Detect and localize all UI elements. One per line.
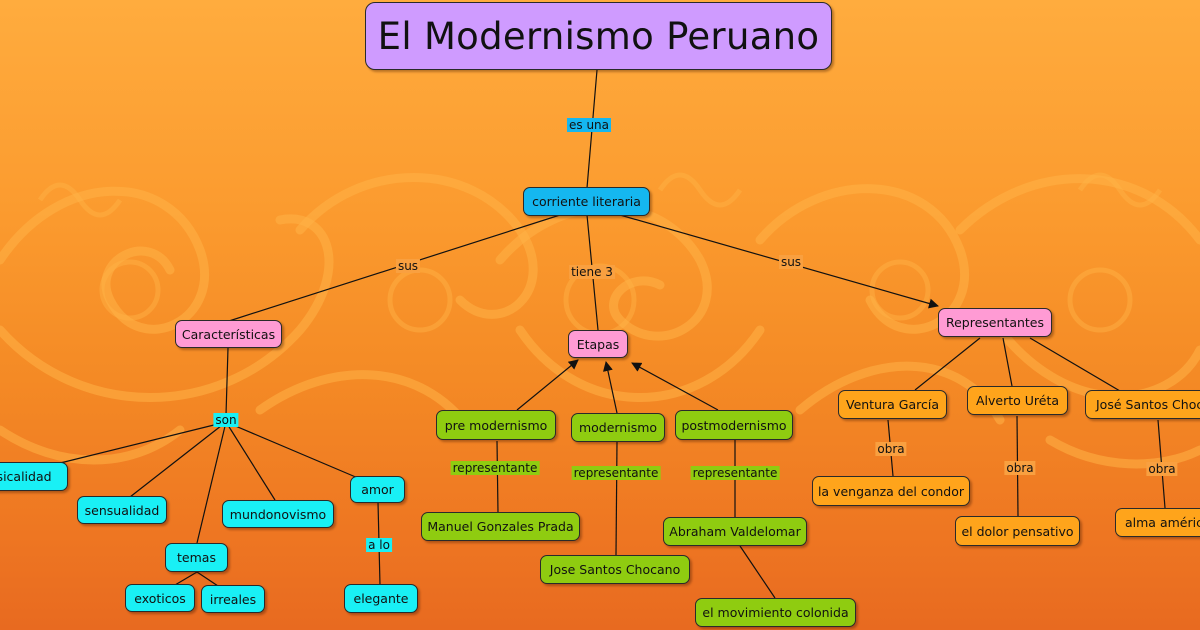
node-amor[interactable]: amor [350, 476, 405, 503]
node-caracteristicas[interactable]: Características [175, 320, 282, 348]
link-label-obra-2: obra [1004, 461, 1036, 475]
link-label-sus-right: sus [778, 255, 804, 269]
node-mundonovismo[interactable]: mundonovismo [222, 500, 334, 528]
node-abraham-valdelomar[interactable]: Abraham Valdelomar [663, 517, 807, 546]
node-alma-america[interactable]: alma américa [1115, 508, 1200, 537]
link-label-es-una: es una [566, 118, 612, 132]
node-manuel-gonzales-prada[interactable]: Manuel Gonzales Prada [421, 512, 580, 541]
node-alverto-ureta[interactable]: Alverto Uréta [967, 386, 1068, 415]
link-label-obra-3: obra [1146, 462, 1178, 476]
node-jose-santos-chocano[interactable]: Jose Santos Chocano [540, 555, 690, 584]
node-etapas[interactable]: Etapas [568, 330, 628, 358]
link-label-representante-3: representante [690, 466, 780, 480]
node-representantes[interactable]: Representantes [938, 308, 1052, 337]
link-label-son: son [213, 413, 239, 427]
node-elegante[interactable]: elegante [344, 584, 418, 613]
link-label-sus-left: sus [395, 259, 421, 273]
link-label-obra-1: obra [875, 442, 907, 456]
node-ventura-garcia[interactable]: Ventura García [838, 390, 947, 419]
map-title[interactable]: El Modernismo Peruano [365, 2, 832, 70]
node-postmodernismo[interactable]: postmodernismo [675, 410, 793, 440]
node-modernismo[interactable]: modernismo [571, 413, 665, 442]
link-label-representante-1: representante [450, 461, 540, 475]
node-pre-modernismo[interactable]: pre modernismo [436, 410, 556, 440]
node-dolor-pensativo[interactable]: el dolor pensativo [955, 516, 1080, 546]
node-corriente-literaria[interactable]: corriente literaria [523, 187, 650, 216]
node-exoticos[interactable]: exoticos [125, 584, 195, 612]
node-venganza-del-condor[interactable]: la venganza del condor [812, 476, 970, 506]
link-label-tiene-3: tiene 3 [569, 265, 615, 279]
node-temas[interactable]: temas [165, 543, 228, 572]
link-label-a-lo: a lo [366, 538, 392, 552]
node-sensualidad[interactable]: sensualidad [77, 496, 167, 524]
link-label-representante-2: representante [571, 466, 661, 480]
node-musicalidad[interactable]: musicalidad [0, 462, 68, 491]
node-movimiento-colonida[interactable]: el movimiento colonida [695, 598, 856, 627]
node-irreales[interactable]: irreales [201, 585, 265, 613]
node-jose-santos-chocano-rep[interactable]: José Santos Chocano [1085, 390, 1200, 419]
